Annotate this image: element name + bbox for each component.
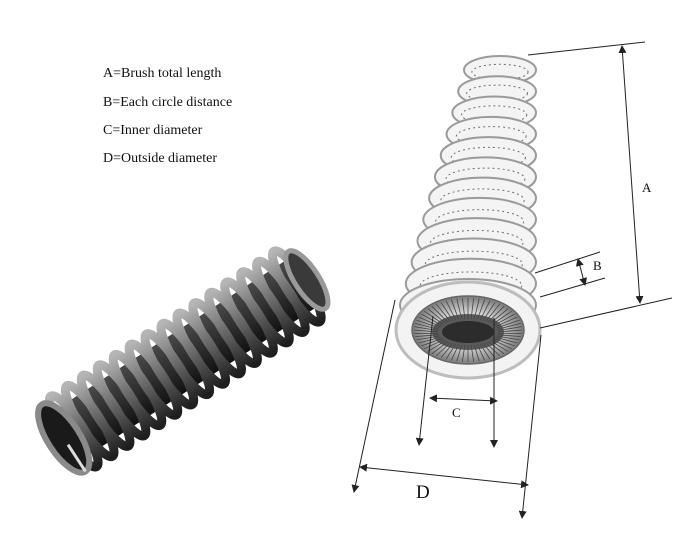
bristle-strand xyxy=(418,316,441,328)
dim-d-line xyxy=(359,463,529,489)
bristle-strand xyxy=(497,326,522,332)
bristle-strand xyxy=(476,344,486,361)
legend-c-text: C=Inner diameter xyxy=(103,123,203,138)
light-coil-bristles xyxy=(466,84,528,103)
bristle-strand xyxy=(497,334,521,338)
bristle-strand xyxy=(424,310,444,325)
bristle-strand xyxy=(492,339,512,350)
bristle-strand xyxy=(450,344,460,361)
bristle-strand xyxy=(427,308,446,324)
bristle-strand xyxy=(479,343,491,360)
dim-c-line xyxy=(429,394,498,405)
legend-b-text: B=Each circle distance xyxy=(103,95,233,110)
dim-c-label: C xyxy=(452,405,461,420)
bristle-strand xyxy=(479,300,491,321)
bristle-strand xyxy=(473,298,480,320)
bristle-strand xyxy=(493,338,515,347)
light-spiral-brush-diagram xyxy=(394,55,542,380)
bristle-strand xyxy=(435,303,451,322)
bristle-strand xyxy=(461,298,466,320)
bristle-strand xyxy=(418,336,441,344)
dim-a-bottom-extension xyxy=(539,297,673,329)
dim-d-ext-left xyxy=(351,299,396,493)
dim-b-label: B xyxy=(593,258,602,273)
dim-a-top-extension xyxy=(527,41,646,56)
bristle-strand xyxy=(445,343,457,360)
bristle-strand xyxy=(431,305,449,323)
light-coil-bristles xyxy=(455,126,527,147)
bristle-strand xyxy=(440,343,454,358)
bristle-strand xyxy=(440,302,454,321)
bristle-strand xyxy=(416,319,440,329)
dim-b-ext-2 xyxy=(539,277,606,298)
bristle-strand xyxy=(431,341,449,355)
bristle-strand xyxy=(487,305,505,323)
bristle-strand xyxy=(482,302,496,321)
dim-b-line xyxy=(575,258,588,286)
bristle-strand xyxy=(470,298,475,320)
bristle-strand xyxy=(495,316,518,328)
bristle-strand xyxy=(497,329,523,333)
bristle-strand xyxy=(416,335,440,341)
dim-c-ext-left xyxy=(415,315,434,446)
dim-d-label: D xyxy=(416,482,430,503)
dim-d-ext-right xyxy=(518,334,542,519)
bristle-strand xyxy=(495,336,518,344)
bristle-strand xyxy=(485,342,501,357)
bristle-strand xyxy=(456,344,463,362)
bristle-strand xyxy=(470,344,475,362)
bristle-strand xyxy=(490,308,509,324)
bristle-strand xyxy=(487,341,505,355)
bristle-strand xyxy=(493,313,515,326)
light-coil-bristles xyxy=(429,229,524,256)
light-coil-bristles xyxy=(435,209,525,234)
bristle-strand xyxy=(427,340,446,352)
bristle-strand xyxy=(435,342,451,357)
bristle-strand xyxy=(492,310,512,325)
bristle-strand xyxy=(415,322,439,330)
bristle-strand xyxy=(450,299,460,320)
bristle-strand xyxy=(445,300,457,321)
bristle-strand xyxy=(421,313,443,326)
bristle-strand xyxy=(497,322,521,330)
bristle-strand xyxy=(461,344,466,362)
bristle-strand xyxy=(496,319,520,329)
bristle-strand xyxy=(424,339,444,350)
bristle-strand xyxy=(476,299,486,320)
dim-a-label: A xyxy=(642,180,652,195)
light-coil-bristles xyxy=(419,271,523,300)
dark-spiral-brush-image xyxy=(35,246,331,476)
dim-b-ext-1 xyxy=(534,251,601,274)
bristle-strand xyxy=(421,338,443,347)
bristle-strand xyxy=(456,298,463,320)
legend-a-text: A=Brush total length xyxy=(103,66,222,81)
bristle-strand xyxy=(485,303,501,322)
legend-d-text: D=Outside diameter xyxy=(103,151,218,166)
bristle-strand xyxy=(414,326,439,332)
bristle-strand xyxy=(490,340,509,352)
bristle-strand xyxy=(482,343,496,358)
bristle-strand xyxy=(473,344,480,362)
bristle-strand xyxy=(415,334,439,338)
light-coil-bristles xyxy=(445,167,526,191)
bristle-strand xyxy=(413,329,439,333)
dim-a-line xyxy=(618,45,644,304)
bristle-strand xyxy=(496,335,520,341)
